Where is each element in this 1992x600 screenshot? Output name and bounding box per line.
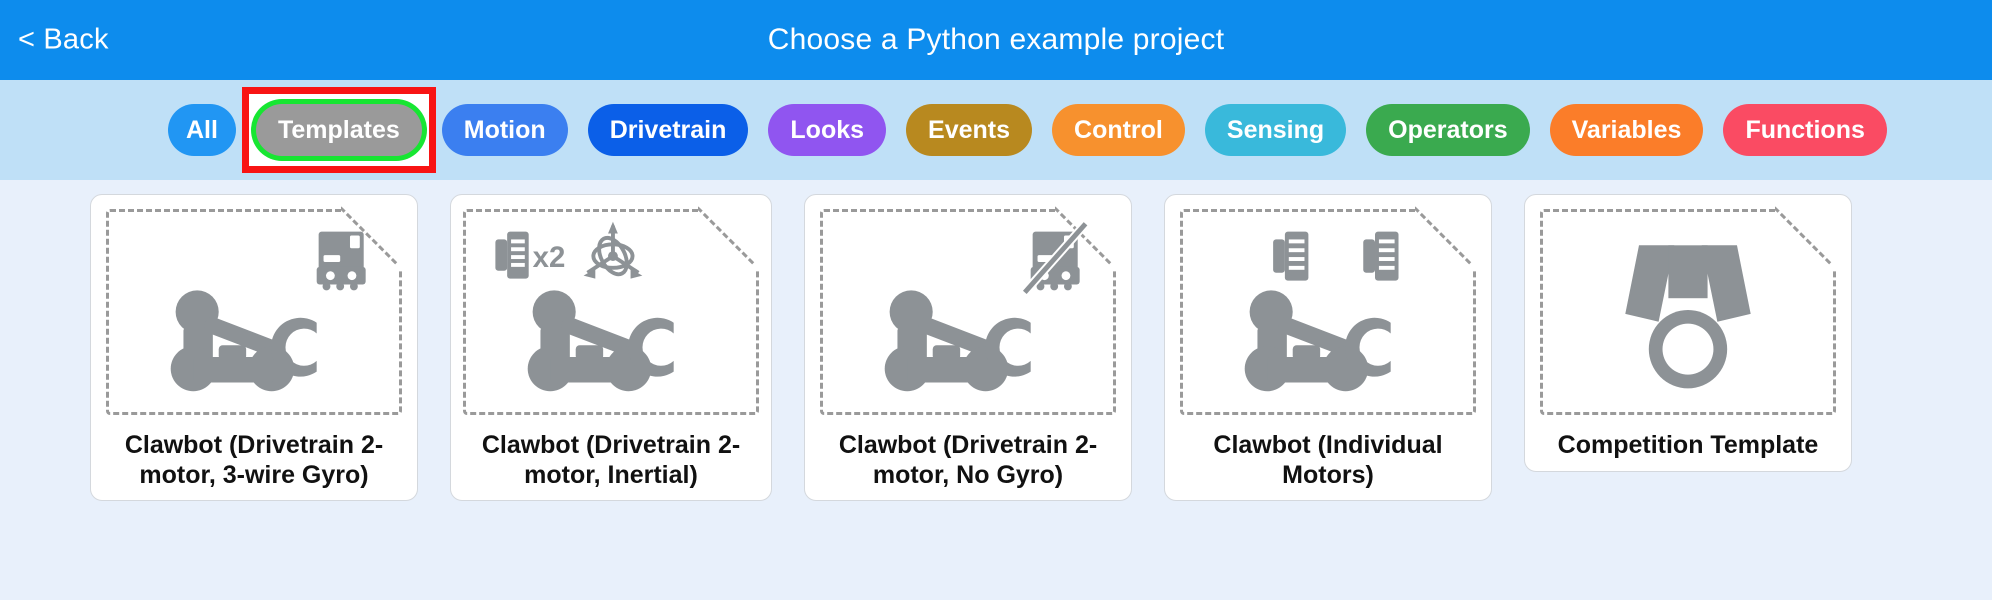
project-thumbnail (1180, 207, 1478, 415)
project-card-title: Clawbot (Drivetrain 2-motor, No Gyro) (838, 431, 1098, 489)
category-pill-drivetrain[interactable]: Drivetrain (587, 104, 749, 156)
project-card-title: Competition Template (1557, 431, 1819, 459)
motor-icon (1273, 231, 1309, 281)
project-card-title: Clawbot (Drivetrain 2-motor, 3-wire Gyro… (124, 431, 384, 489)
gyro-3wire-sensor-icon (316, 231, 366, 291)
project-card[interactable]: Clawbot (Individual Motors) (1164, 194, 1492, 501)
category-pill-looks[interactable]: Looks (768, 104, 887, 156)
gyro-disabled-icon (1021, 220, 1089, 296)
category-pill-templates[interactable]: Templates (255, 104, 422, 156)
project-card-title: Clawbot (Individual Motors) (1213, 431, 1443, 489)
category-filter-bar: All Templates Motion Drivetrain Looks Ev… (0, 80, 1992, 180)
motor-multiplier-label: x2 (533, 241, 566, 274)
inertial-axes-arrowheads (583, 221, 643, 279)
back-button[interactable]: < Back (18, 23, 109, 56)
category-pill-motion[interactable]: Motion (441, 104, 568, 156)
project-card-grid: Clawbot (Drivetrain 2-motor, 3-wire Gyro… (0, 180, 1992, 600)
motor-x2-icon (495, 231, 529, 279)
clawbot-individual-motors-art (1244, 231, 1399, 392)
clawbot-robot-icon (884, 290, 1031, 392)
project-card[interactable]: Clawbot (Drivetrain 2-motor, No Gyro) (804, 194, 1132, 501)
category-pill-functions[interactable]: Functions (1723, 104, 1887, 156)
clawbot-robot-icon (170, 290, 317, 392)
category-pill-events[interactable]: Events (906, 104, 1033, 156)
project-thumbnail (106, 207, 404, 415)
category-pill-all[interactable]: All (168, 104, 236, 156)
motor-icon (1363, 231, 1399, 281)
project-card[interactable]: x2 (450, 194, 772, 501)
clawbot-no-gyro-art (884, 220, 1089, 392)
clawbot-inertial-art: x2 (495, 221, 674, 392)
category-pill-control[interactable]: Control (1052, 104, 1185, 156)
project-thumbnail: x2 (463, 207, 761, 415)
category-pill-variables[interactable]: Variables (1549, 104, 1704, 156)
clawbot-3wire-gyro-art (170, 231, 366, 392)
clawbot-robot-icon (527, 290, 674, 392)
medal-icon (1625, 245, 1751, 389)
project-card[interactable]: Clawbot (Drivetrain 2-motor, 3-wire Gyro… (90, 194, 418, 501)
clawbot-robot-icon (1244, 290, 1391, 392)
page-title: Choose a Python example project (767, 23, 1225, 56)
project-thumbnail (820, 207, 1118, 415)
project-card-title: Clawbot (Drivetrain 2-motor, Inertial) (481, 431, 741, 489)
app-header: < Back Choose a Python example project (0, 0, 1992, 80)
project-card[interactable]: Competition Template (1524, 194, 1852, 472)
category-pill-sensing[interactable]: Sensing (1204, 104, 1347, 156)
project-thumbnail (1540, 207, 1838, 415)
competition-medal-art (1625, 245, 1751, 389)
category-pill-operators[interactable]: Operators (1366, 104, 1530, 156)
templates-pill-highlight-wrapper: Templates (241, 87, 436, 173)
